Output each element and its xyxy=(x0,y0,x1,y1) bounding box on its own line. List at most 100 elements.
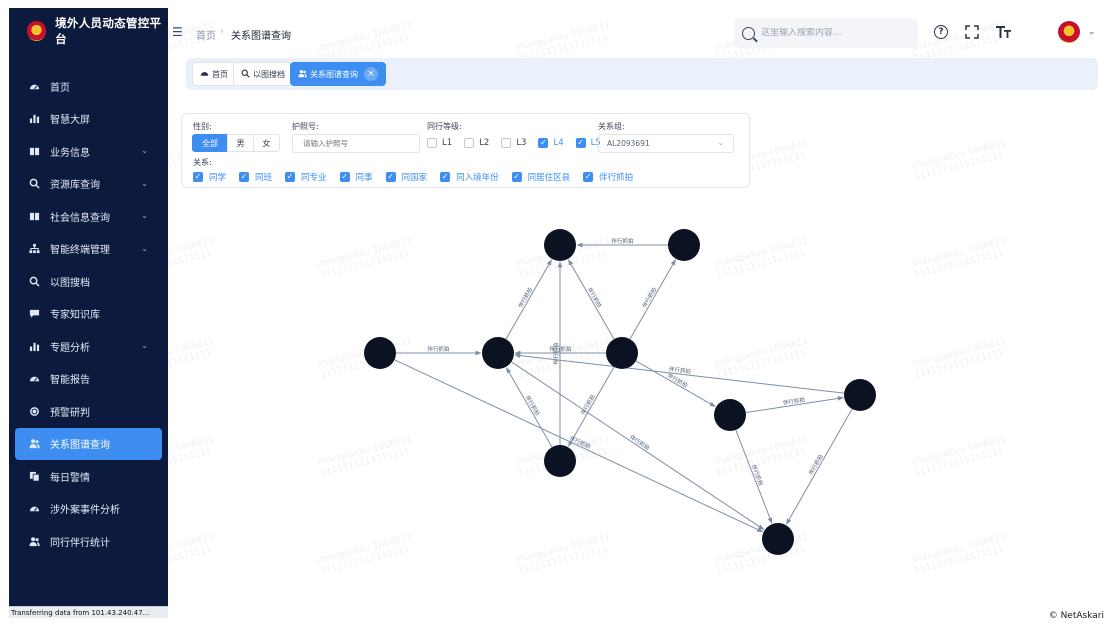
graph-node[interactable] xyxy=(844,379,876,411)
dashboard-icon xyxy=(29,81,40,92)
target-icon xyxy=(29,406,40,417)
sidebar-item[interactable]: 智能终端管理⌄ xyxy=(9,233,168,266)
level-checkbox[interactable]: ✓ xyxy=(538,138,549,148)
relation-option[interactable]: ✓ 同班 xyxy=(239,171,272,183)
level-checkbox[interactable] xyxy=(501,138,512,148)
gender-option[interactable]: 全部 xyxy=(192,134,228,152)
search-input[interactable] xyxy=(761,28,911,38)
graph-node[interactable] xyxy=(364,337,396,369)
sidebar-item[interactable]: 预警研判 xyxy=(9,395,168,428)
graph-edge xyxy=(505,259,552,340)
relation-option[interactable]: ✓ 同学 xyxy=(193,171,226,183)
graph-edge-label: 伴行抓拍 xyxy=(569,434,592,451)
relation-checkbox[interactable]: ✓ xyxy=(440,172,451,182)
gender-segmented-control: 全部男女 xyxy=(192,134,280,152)
bar-chart-icon xyxy=(29,341,40,352)
help-icon[interactable]: ? xyxy=(934,25,948,39)
chevron-down-icon[interactable]: ⌄ xyxy=(1088,27,1096,37)
relation-option[interactable]: ✓ 同事 xyxy=(339,171,373,183)
level-checkbox-label: L2 xyxy=(479,138,490,148)
menu-collapse-icon[interactable]: ☰ xyxy=(172,25,183,39)
relation-option[interactable]: ✓同国家 xyxy=(385,171,427,183)
sidebar-item-label: 智慧大屏 xyxy=(50,115,90,127)
graph-edge xyxy=(629,259,676,340)
relation-checkbox-label: 同班 xyxy=(255,173,273,183)
relation-option[interactable]: ✓同居住区县 xyxy=(511,171,570,183)
sidebar-item[interactable]: 专家知识库 xyxy=(9,298,168,331)
group-select[interactable]: AL2093691 ⌄ xyxy=(598,134,734,153)
sidebar-item[interactable]: 每日警情 xyxy=(9,460,168,493)
relation-checkbox[interactable]: ✓ xyxy=(511,172,522,182)
users-icon xyxy=(29,536,40,547)
sidebar-menu: 首页智慧大屏业务信息⌄资源库查询⌄社会信息查询⌄智能终端管理⌄以图搜档专家知识库… xyxy=(9,70,168,558)
close-icon[interactable]: × xyxy=(364,67,378,81)
sidebar-item[interactable]: 业务信息⌄ xyxy=(9,135,168,168)
message-icon xyxy=(29,308,40,319)
level-checkbox[interactable] xyxy=(464,138,475,148)
relation-checkbox[interactable]: ✓ xyxy=(339,172,350,182)
sidebar-item-label: 涉外案事件分析 xyxy=(50,505,120,517)
graph-edge-label: 伴行抓拍 xyxy=(807,453,825,476)
tab-label: 以图搜档 xyxy=(253,69,285,79)
fullscreen-icon[interactable] xyxy=(964,24,980,40)
tab-label: 首页 xyxy=(212,69,228,79)
relation-checkbox-label: 同学 xyxy=(209,173,227,183)
book-icon xyxy=(29,146,40,157)
sidebar-item[interactable]: 社会信息查询⌄ xyxy=(9,200,168,233)
sidebar-item[interactable]: 资源库查询⌄ xyxy=(9,168,168,201)
relation-checkbox[interactable]: ✓ xyxy=(193,172,203,182)
graph-edge xyxy=(568,366,615,447)
relation-checkbox[interactable]: ✓ xyxy=(385,172,396,182)
users-icon xyxy=(298,69,307,80)
tab-label: 关系图谱查询 xyxy=(310,69,358,79)
gender-option[interactable]: 男 xyxy=(227,134,254,152)
graph-node[interactable] xyxy=(606,337,638,369)
level-label: 同行等级: xyxy=(427,122,462,131)
graph-node[interactable] xyxy=(544,229,576,261)
level-checkbox[interactable] xyxy=(427,138,437,148)
gender-option[interactable]: 女 xyxy=(253,134,280,152)
breadcrumb-separator-icon: › xyxy=(220,26,224,37)
font-size-icon[interactable] xyxy=(996,24,1012,40)
graph-node[interactable] xyxy=(714,399,746,431)
tab-item[interactable]: 首页 xyxy=(192,62,236,86)
breadcrumb-home[interactable]: 首页 xyxy=(196,31,216,42)
user-avatar[interactable] xyxy=(1058,21,1080,43)
group-select-value: AL2093691 xyxy=(607,139,650,148)
relation-option[interactable]: ✓同入境年份 xyxy=(440,171,499,183)
chevron-down-icon: ⌄ xyxy=(141,146,148,155)
relation-checkbox[interactable]: ✓ xyxy=(285,172,296,182)
sidebar-item-label: 预警研判 xyxy=(50,407,90,419)
relation-checkbox[interactable]: ✓ xyxy=(239,172,250,182)
graph-node[interactable] xyxy=(762,523,794,555)
sidebar-item[interactable]: 智慧大屏 xyxy=(9,103,168,136)
graph-edge xyxy=(568,259,615,340)
tab-item[interactable]: 关系图谱查询 × xyxy=(290,62,386,86)
sidebar-item[interactable]: 关系图谱查询 xyxy=(15,427,162,460)
graph-edge-label: 伴行抓拍 xyxy=(782,396,805,407)
graph-edge-label: 伴行抓拍 xyxy=(549,345,571,353)
sidebar-item[interactable]: 涉外案事件分析 xyxy=(9,493,168,526)
passport-input[interactable] xyxy=(292,134,420,153)
tab-bar: 首页 以图搜档 关系图谱查询 × xyxy=(186,58,1098,90)
sidebar-item[interactable]: 智能报告 xyxy=(9,363,168,396)
sidebar-item[interactable]: 以图搜档 xyxy=(9,265,168,298)
tab-item[interactable]: 以图搜档 xyxy=(233,62,293,86)
graph-node[interactable] xyxy=(544,445,576,477)
chevron-down-icon: ⌄ xyxy=(141,178,148,188)
relation-checkbox-label: 同事 xyxy=(355,173,373,183)
graph-node[interactable] xyxy=(668,229,700,261)
sidebar-item[interactable]: 首页 xyxy=(9,70,168,103)
relation-option[interactable]: ✓伴行抓拍 xyxy=(583,171,633,183)
relation-graph: 伴行抓拍伴行抓拍伴行抓拍伴行抓拍伴行抓拍伴行抓拍伴行抓拍伴行抓拍伴行抓拍伴行抓拍… xyxy=(168,195,1110,600)
relation-checkbox[interactable]: ✓ xyxy=(583,172,594,182)
sidebar-item[interactable]: 同行伴行统计 xyxy=(9,525,168,558)
header: ☰ 首页 › 关系图谱查询 ? ⌄ xyxy=(168,8,1110,56)
level-checkbox[interactable]: ✓ xyxy=(575,138,586,148)
relation-option[interactable]: ✓同专业 xyxy=(285,171,327,183)
graph-node[interactable] xyxy=(482,337,514,369)
sidebar-item[interactable]: 专题分析⌄ xyxy=(9,330,168,363)
graph-edge xyxy=(735,429,773,524)
graph-edge xyxy=(394,359,764,533)
browser-status-bar: Transferring data from 101.43.240.47... xyxy=(9,606,168,618)
